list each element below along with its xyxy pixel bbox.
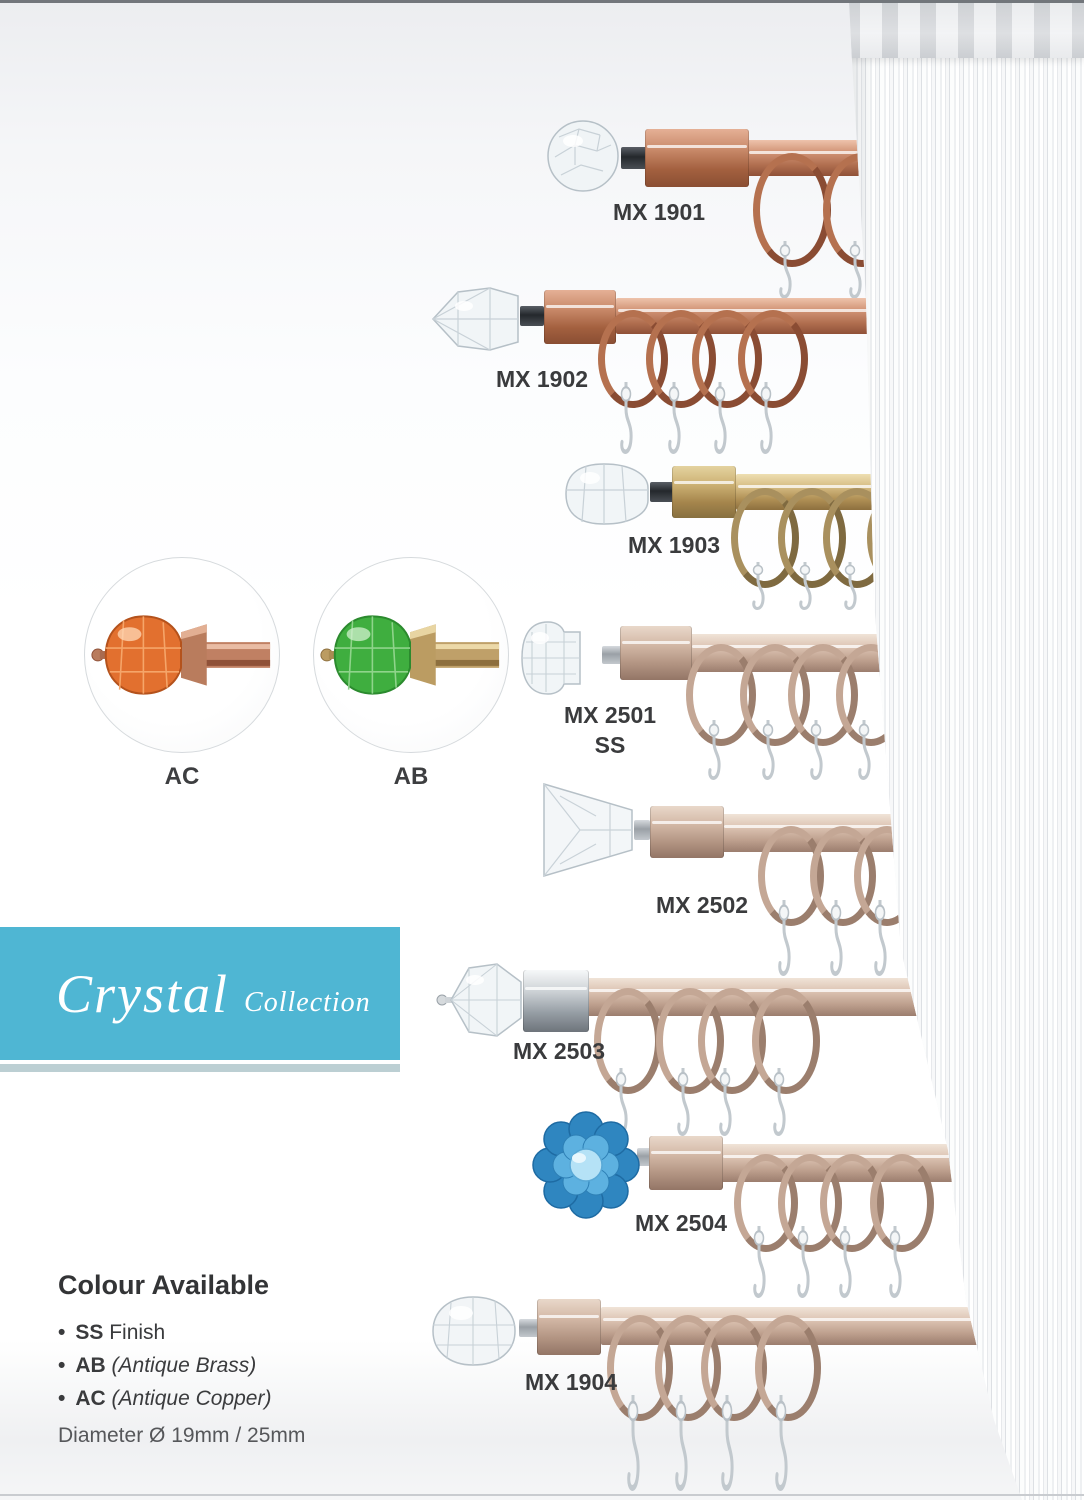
curtain-header-band xyxy=(849,3,1084,58)
product-row-mx-2503: MX 2503 xyxy=(435,950,1055,1190)
product-row-mx-1904: MX 1904 xyxy=(425,1283,1045,1500)
curtain-hook xyxy=(748,560,768,627)
finial-neck xyxy=(520,306,544,326)
product-label: MX 2501 xyxy=(563,702,657,728)
colour-available-section: Colour Available SS Finish AB (Antique B… xyxy=(58,1270,271,1420)
rod-ferrule xyxy=(649,1136,723,1190)
colour-item-ac: AC (Antique Copper) xyxy=(58,1387,271,1411)
curtain-hook xyxy=(671,1392,691,1500)
swatch-antique-brass: AB xyxy=(313,557,509,797)
curtain-hook xyxy=(793,1223,813,1321)
curtain-hook xyxy=(710,379,730,477)
curtain-ring xyxy=(752,988,820,1094)
curtain-hook xyxy=(623,1392,643,1500)
pyramid-crystal-finial xyxy=(540,780,636,885)
curtain-hook xyxy=(769,1065,789,1158)
product-label: MX 1902 xyxy=(495,366,589,392)
curtain-hook xyxy=(611,1065,631,1158)
swatch-antique-copper: AC xyxy=(84,557,280,797)
colour-heading: Colour Available xyxy=(58,1270,270,1300)
curtain-hook xyxy=(870,897,890,1000)
curtain-hook xyxy=(717,1392,737,1500)
curtain-hook xyxy=(840,560,860,627)
faceted-egg-crystal-finial xyxy=(425,1289,521,1378)
finial-neck xyxy=(621,147,647,169)
product-label: MX 2504 xyxy=(634,1210,728,1236)
colour-item-ss: SS Finish xyxy=(58,1321,271,1345)
curtain-hook xyxy=(616,379,636,477)
rod-ferrule xyxy=(645,129,749,187)
curtain-hook xyxy=(845,239,865,318)
orange-crystal-finial-image xyxy=(91,615,271,695)
faceted-ball-crystal-finial xyxy=(545,117,623,200)
diamond-gem-crystal-finial xyxy=(435,956,527,1049)
curtain-hook xyxy=(854,718,874,800)
curtain-hook xyxy=(664,379,684,477)
curtain-hook xyxy=(749,1223,769,1321)
rod-ferrule xyxy=(620,626,692,680)
curtain-hook xyxy=(704,718,724,800)
finial-neck xyxy=(519,1319,539,1337)
curtain-hook xyxy=(758,718,778,800)
rod-ferrule xyxy=(672,466,736,518)
rod-ferrule xyxy=(523,970,589,1032)
curtain-hook xyxy=(673,1065,693,1158)
diamond-cone-crystal-finial xyxy=(430,284,522,359)
curtain-ring xyxy=(870,1154,934,1252)
finial-neck xyxy=(637,1148,651,1166)
page-bottom-rule xyxy=(0,1494,1084,1496)
curtain-hook xyxy=(826,897,846,1000)
green-crystal-finial-image xyxy=(320,615,500,695)
blue-flower-crystal-finial xyxy=(531,1110,641,1225)
swatch-label: AC xyxy=(164,763,200,790)
curtain-ring xyxy=(755,1315,821,1421)
curtain-hook xyxy=(771,1392,791,1500)
product-label: MX 1904 xyxy=(524,1369,618,1395)
diameter-note: Diameter Ø 19mm / 25mm xyxy=(58,1424,306,1447)
curtain-hook xyxy=(774,897,794,1000)
banner-shadow-bar xyxy=(0,1064,400,1072)
product-label: MX 2503 xyxy=(512,1038,606,1064)
rod-ferrule xyxy=(650,806,724,858)
product-sublabel: SS xyxy=(594,732,626,758)
banner-subtitle: Collection xyxy=(244,986,371,1018)
crystal-knob-finial xyxy=(518,616,604,705)
curtain-hook xyxy=(715,1065,735,1158)
rod-ferrule xyxy=(537,1299,601,1355)
curtain-hook xyxy=(795,560,815,627)
curtain-ring xyxy=(738,310,808,408)
curtain-hook xyxy=(885,1223,905,1321)
curtain-hook xyxy=(775,239,795,318)
finial-neck xyxy=(650,482,674,502)
finial-neck xyxy=(602,646,622,664)
swatch-label: AB xyxy=(393,763,429,790)
product-row-mx-2504: MX 2504 xyxy=(531,1106,1084,1346)
finial-neck xyxy=(634,820,650,840)
colour-item-ab: AB (Antique Brass) xyxy=(58,1354,271,1378)
page-top-rule xyxy=(0,0,1084,3)
product-label: MX 1903 xyxy=(627,532,721,558)
product-label: MX 2502 xyxy=(655,892,749,918)
curtain-hook xyxy=(835,1223,855,1321)
collection-banner: Crystal Collection xyxy=(0,927,400,1060)
colour-list: SS Finish AB (Antique Brass) AC (Antique… xyxy=(58,1321,271,1411)
product-label: MX 1901 xyxy=(612,199,706,225)
curtain-hook xyxy=(756,379,776,477)
banner-title: Crystal xyxy=(56,963,230,1024)
curtain-hook xyxy=(806,718,826,800)
tulip-crystal-finial xyxy=(560,460,652,533)
